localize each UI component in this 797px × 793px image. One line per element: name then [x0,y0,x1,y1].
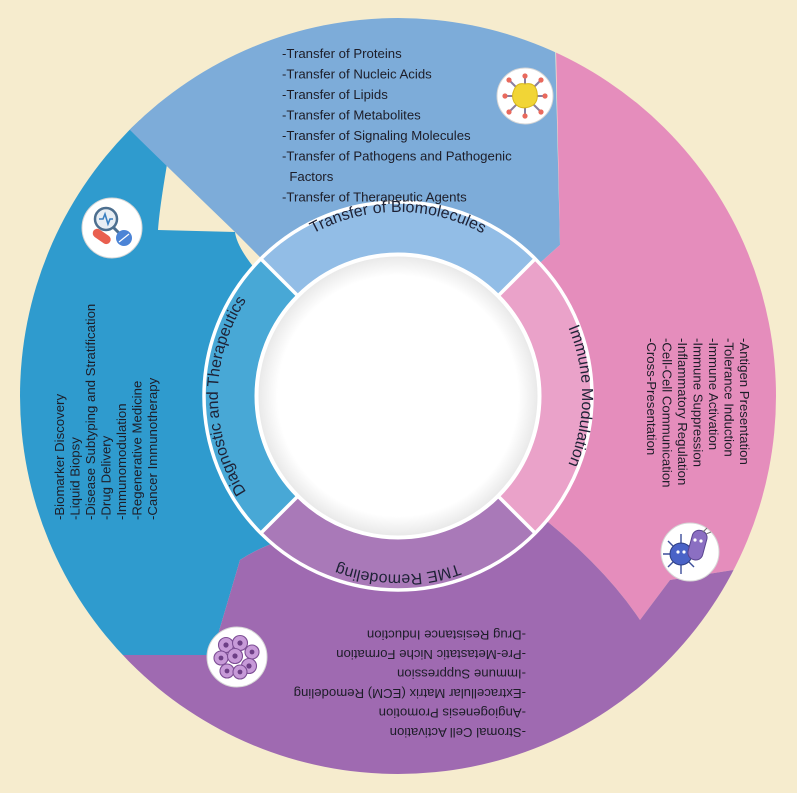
tme-list-group: -Stromal Cell Activation -Angiogenesis Pr… [294,628,526,741]
immune-list-item: -Tolerance Induction [722,338,737,457]
diagnostic-list-item: -Liquid Biopsy [68,437,83,520]
diagnostic-list-item: -Immunomodulation [114,403,129,520]
immune-list: -Antigen Presentation-Tolerance Inductio… [644,338,752,488]
transfer-list-item: -Transfer of Signaling Molecules [282,128,471,143]
immune-list-item: -Immune Activation [706,338,721,450]
immune-list-item: -Inflammatory Regulation [675,338,690,485]
transfer-list-item: -Transfer of Metabolites [282,108,421,123]
diagnostic-list-item: -Regenerative Medicine [130,381,145,520]
diagnostic-list-item: -Biomarker Discovery [52,394,67,520]
diagnostic-list-item: -Cancer Immunotherapy [145,377,160,520]
ring-tme [260,496,536,591]
transfer-list-item: -Transfer of Therapeutic Agents [282,190,467,205]
diagnostic-list-item: -Drug Delivery [99,435,114,520]
quadrant-tme [20,396,776,774]
transfer-list-item: -Transfer of Pathogens and Pathogenic [282,149,512,164]
immune-list-item: -Cell-Cell Communication [660,338,675,488]
tme-list: -Stromal Cell Activation -Angiogenesis Pr… [294,628,526,741]
immune-list-item: -Antigen Presentation [737,338,752,465]
immune-list-item: -Cross-Presentation [644,338,659,455]
tme-list-item: -Stromal Cell Activation [390,725,526,740]
tumor-cells-icon [206,626,268,688]
diagnostic-list-group: -Biomarker Discovery-Liquid Biopsy-Disea… [52,304,160,520]
tme-list-item: -Pre-Metastatic Niche Formation [336,647,526,662]
ring-outer-border [202,200,594,592]
transfer-list-item: Factors [282,169,334,184]
transfer-list-item: -Transfer of Lipids [282,87,388,102]
diagnostic-list: -Biomarker Discovery-Liquid Biopsy-Disea… [52,304,160,520]
ring-dividers [259,257,537,535]
exosome-icon [496,67,554,125]
center-circle [254,252,542,540]
tme-list-item: -Immune Suppression [397,667,526,682]
ring-transfer [260,201,536,296]
diagnostic-list-item: -Disease Subtyping and Stratification [83,304,98,520]
diagnostics-pills-icon [81,197,143,259]
tme-list-item: -Extracellular Matrix (ECM) Remodeling [294,686,526,701]
quadrant-transfer [20,18,776,396]
immune-list-group: -Antigen Presentation-Tolerance Inductio… [644,338,752,488]
immune-list-item: -Immune Suppression [691,338,706,467]
label-ring [202,200,594,592]
transfer-list-item: -Transfer of Proteins [282,46,402,61]
ring-diagnostic [203,258,298,534]
transfer-list-item: -Transfer of Nucleic Acids [282,67,432,82]
tme-list-item: -Drug Resistance Induction [367,628,526,643]
ring-immune [498,258,593,534]
tme-list-item: -Angiogenesis Promotion [379,706,526,721]
immune-cells-icon [660,522,720,582]
transfer-list: -Transfer of Proteins -Transfer of Nuclei… [282,46,512,205]
